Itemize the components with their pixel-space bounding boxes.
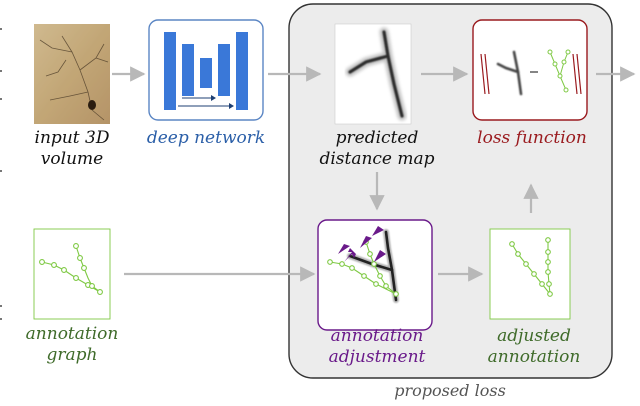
annotation-graph-image [33, 228, 111, 320]
label-deep-network: deep network [146, 128, 266, 148]
label-proposed-loss: proposed loss [394, 381, 506, 400]
label-annotation-adjustment: annotation adjustment [328, 326, 426, 367]
label-annotation-graph: annotation graph [25, 324, 119, 365]
label-loss-function: loss function [477, 128, 587, 148]
loss-function-box [472, 19, 588, 121]
left-edge-marks [0, 28, 2, 320]
adjusted-annotation-image [489, 228, 571, 320]
annotation-adjustment-box [317, 219, 433, 331]
input-volume-image [34, 24, 110, 124]
label-predicted-distance-map: predicted distance map [319, 128, 435, 169]
label-adjusted-annotation: adjusted annotation [487, 326, 581, 367]
adjustment-arrow-icons [338, 226, 386, 262]
deep-network-box [148, 19, 264, 121]
arrows [112, 66, 636, 282]
label-input-volume: input 3D volume [34, 128, 110, 169]
predicted-distance-map-image [334, 23, 412, 125]
